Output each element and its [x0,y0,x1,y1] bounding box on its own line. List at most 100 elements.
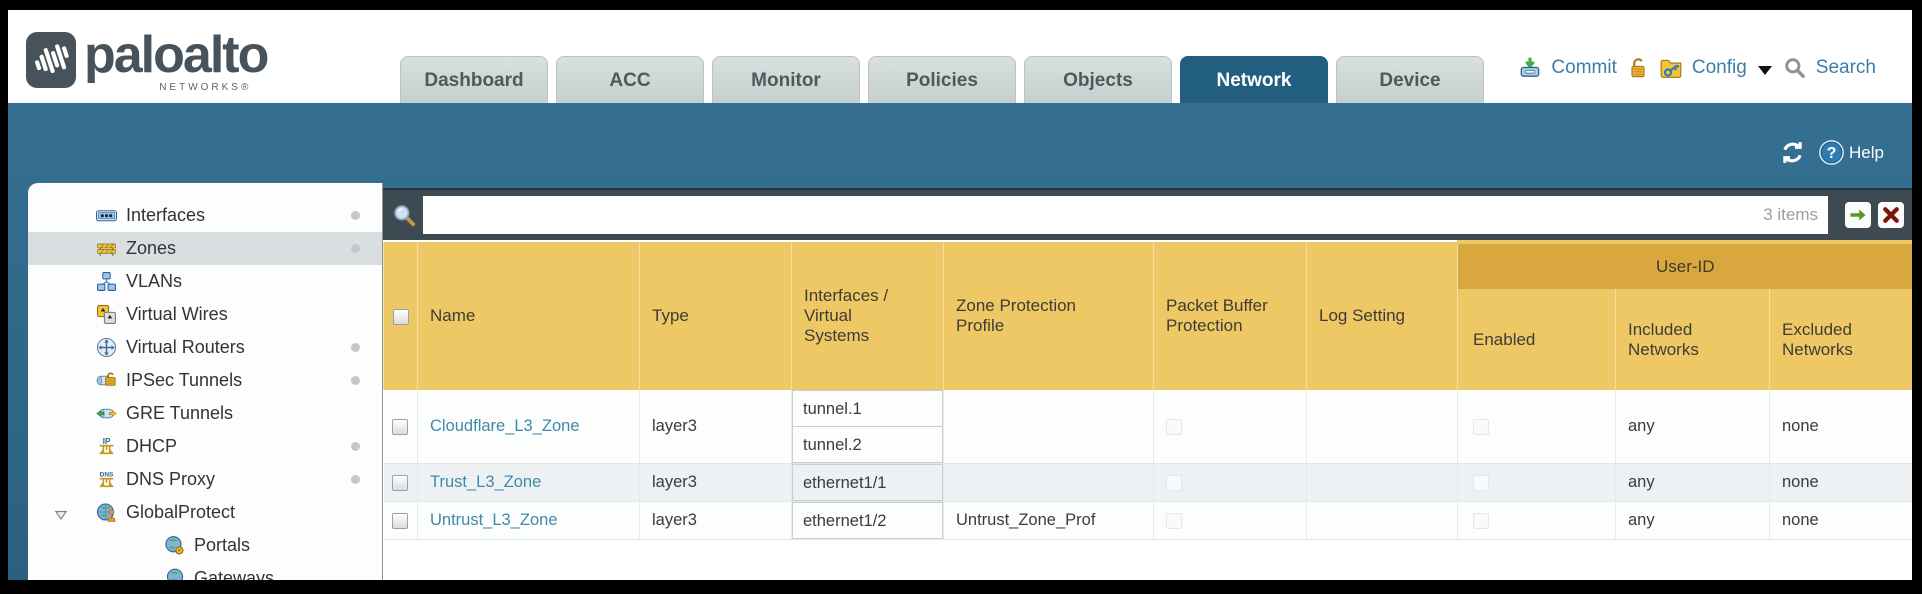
tab-acc[interactable]: ACC [556,56,704,103]
sidebar-item-label: DHCP [126,436,178,456]
svg-text:IP: IP [103,437,110,446]
row-checkbox[interactable] [392,474,409,491]
column-header-enabled[interactable]: Enabled [1457,289,1616,390]
column-header-interfaces[interactable]: Interfaces / Virtual Systems [791,242,944,390]
commit-link[interactable]: Commit [1551,57,1617,78]
commit-icon[interactable] [1518,56,1542,80]
sidebar-item-vlans[interactable]: VLANs [28,265,382,298]
tab-monitor[interactable]: Monitor [712,56,860,103]
gateways-icon [164,568,185,580]
sidebar-item-gateways[interactable]: Gateways [28,562,382,580]
zone-name-link[interactable]: Trust_L3_Zone [430,473,542,491]
sidebar-item-label: Virtual Wires [126,304,228,324]
sidebar-item-label: Portals [194,535,251,555]
column-header-name[interactable]: Name [417,242,640,390]
log-setting-cell [1306,390,1458,464]
tab-policies[interactable]: Policies [868,56,1016,103]
brand-sub: NETWORKS® [159,82,252,93]
sidebar-item-portals[interactable]: Portals [28,529,382,562]
dhcp-icon: IP [96,436,117,457]
main-content: 3 items Name Type Interfaces / Virtual S… [383,188,1912,580]
tab-dashboard[interactable]: Dashboard [400,56,548,103]
zone-name-cell: Cloudflare_L3_Zone [417,390,640,464]
zone-name-link[interactable]: Untrust_L3_Zone [430,511,558,529]
sidebar-item-dhcp[interactable]: IP DHCP [28,430,382,463]
zone-protection-cell: Untrust_Zone_Prof [943,501,1154,540]
apply-filter-button[interactable] [1845,202,1871,228]
sidebar-item-virtual-wires[interactable]: Virtual Wires [28,298,382,331]
config-link[interactable]: Config [1691,57,1747,78]
sidebar-item-virtual-routers[interactable]: Virtual Routers [28,331,382,364]
clear-filter-icon [1883,207,1899,223]
column-header-log-setting[interactable]: Log Setting [1306,242,1458,390]
sidebar-item-interfaces[interactable]: Interfaces [28,199,382,232]
app-window: ? Help paloalto NETWORKS® [8,10,1912,580]
zone-protection-cell [943,390,1154,464]
packet-buffer-cell [1153,501,1307,540]
sidebar-item-gre-tunnels[interactable]: GRE Tunnels [28,397,382,430]
zone-name-link[interactable]: Cloudflare_L3_Zone [430,417,580,435]
apply-filter-icon [1850,209,1866,221]
zone-protection-cell [943,463,1154,502]
tab-objects[interactable]: Objects [1024,56,1172,103]
column-header-included-networks[interactable]: Included Networks [1615,289,1770,390]
zone-type-cell: layer3 [639,390,792,464]
paloalto-logo-icon [26,32,76,88]
expander-icon[interactable] [54,506,68,521]
interface-box: tunnel.2 [792,426,943,463]
items-count: 3 items [1763,205,1818,224]
sidebar-item-ipsec-tunnels[interactable]: IPSec Tunnels [28,364,382,397]
user-id-enabled-checkbox [1473,418,1489,435]
row-checkbox[interactable] [392,512,409,529]
included-networks-cell: any [1615,501,1770,540]
zone-type-cell: layer3 [639,501,792,540]
config-icon[interactable] [1659,56,1683,80]
gre-tunnels-icon [96,403,117,424]
tab-device[interactable]: Device [1336,56,1484,103]
column-header-packet-buffer[interactable]: Packet Buffer Protection [1153,242,1307,390]
search-link[interactable]: Search [1815,57,1876,78]
column-header-type[interactable]: Type [639,242,792,390]
column-header-excluded-networks[interactable]: Excluded Networks [1769,289,1912,390]
interface-box: tunnel.1 [792,390,943,427]
included-networks-cell: any [1615,463,1770,502]
virtual-routers-icon [96,337,117,358]
status-dot [351,211,360,220]
virtual-wires-icon [96,304,117,325]
search-icon[interactable] [1783,56,1807,80]
packet-buffer-checkbox [1166,512,1182,529]
tab-network[interactable]: Network [1180,56,1328,103]
help-button[interactable]: ? Help [1818,139,1884,166]
lock-icon[interactable] [1626,56,1650,80]
chevron-down-icon[interactable] [1757,65,1772,75]
clear-filter-button[interactable] [1878,202,1904,228]
group-header-user-id: User-ID [1457,240,1912,289]
zone-type-cell: layer3 [639,463,792,502]
filter-box: 3 items [423,196,1828,234]
status-dot [351,343,360,352]
svg-text:?: ? [1827,145,1837,162]
help-icon: ? [1818,139,1845,166]
row-checkbox[interactable] [392,418,409,435]
excluded-networks-cell: none [1769,501,1912,540]
sidebar-item-globalprotect[interactable]: GlobalProtect [28,496,382,529]
select-all-checkbox[interactable] [392,308,409,325]
excluded-networks-cell: none [1769,390,1912,464]
column-header-zone-protection[interactable]: Zone Protection Profile [943,242,1154,390]
filter-input[interactable] [423,196,1828,234]
row-select-cell [383,390,418,464]
sidebar-item-zones[interactable]: Zones [28,232,382,265]
refresh-icon[interactable] [1779,139,1806,166]
nav-actions: Commit Config Search [1518,56,1876,80]
paloalto-logo: paloalto NETWORKS® [26,26,269,93]
zones-table: Name Type Interfaces / Virtual Systems Z… [383,240,1912,540]
sidebar-item-label: IPSec Tunnels [126,370,243,390]
status-dot [351,475,360,484]
